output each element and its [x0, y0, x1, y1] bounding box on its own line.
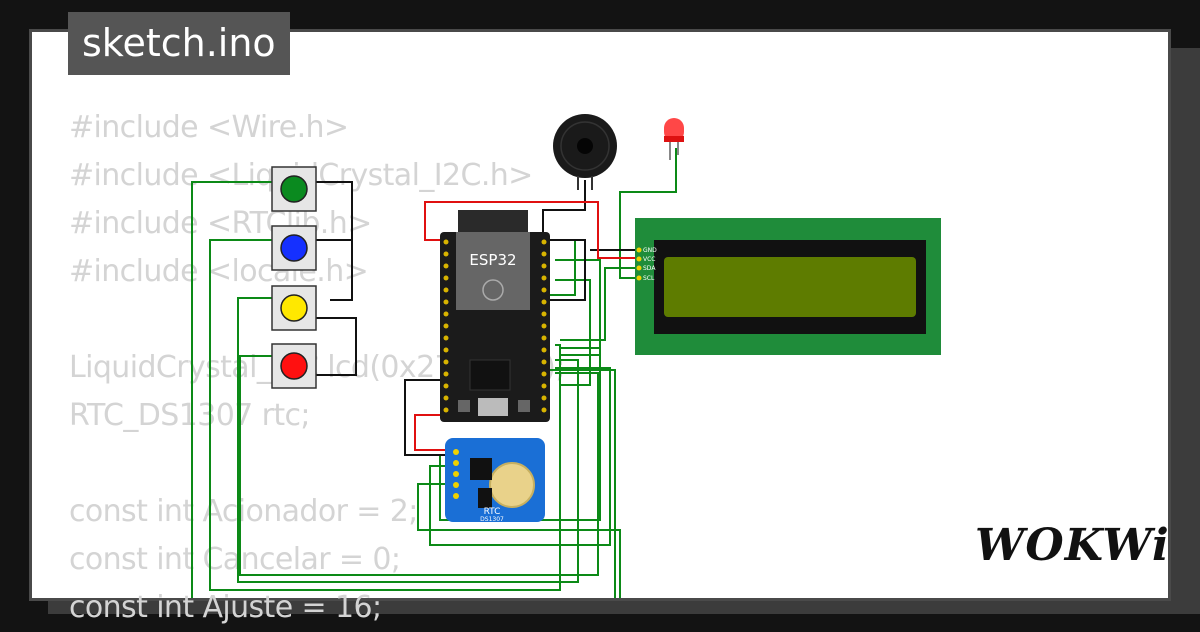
code-line: const int Acionador = 2;	[69, 494, 418, 529]
lcd-pin-gnd: GND	[643, 247, 657, 254]
buzzer[interactable]	[553, 114, 617, 190]
lcd-pin-scl: SCL	[643, 275, 655, 282]
pushbutton-red[interactable]	[271, 343, 317, 389]
code-line: #include <Wire.h>	[69, 110, 349, 145]
lcd-pin-sda: SDA	[643, 265, 656, 272]
wokwi-logo: WOKWi	[975, 520, 1170, 571]
code-line: #include <locale.h>	[69, 254, 369, 289]
lcd-pin-vcc: VCC	[643, 256, 655, 263]
file-tab[interactable]: sketch.ino	[68, 12, 290, 75]
lcd-display[interactable]: GND VCC SDA SCL	[635, 218, 941, 355]
code-line: RTC_DS1307 rtc;	[69, 398, 311, 433]
esp32-board[interactable]: ESP32	[440, 210, 550, 422]
red-led[interactable]	[664, 118, 684, 160]
red-wires	[414, 201, 636, 451]
rtc-model-label: DS1307	[480, 516, 504, 523]
rtc-module[interactable]: RTC DS1307	[445, 438, 545, 523]
pushbutton-yellow[interactable]	[271, 285, 317, 331]
code-line: #include <LiquidCrystal_I2C.h>	[69, 158, 533, 193]
green-wires	[191, 148, 677, 598]
pushbutton-green[interactable]	[271, 166, 317, 212]
esp32-label: ESP32	[469, 251, 516, 269]
code-line: const int Cancelar = 0;	[69, 542, 401, 577]
rtc-label: RTC	[484, 507, 501, 517]
code-line: const int Ajuste = 16;	[69, 590, 382, 625]
pushbutton-blue[interactable]	[271, 225, 317, 271]
